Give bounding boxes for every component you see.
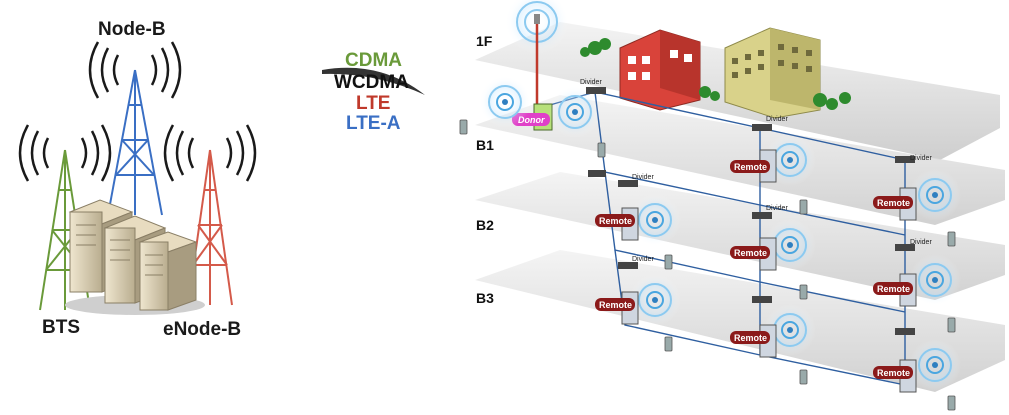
divider-label: Divider: [910, 239, 932, 246]
swoosh-icon: [322, 67, 425, 95]
remote-units: Remote Remote Remote Remote Remote Remot…: [595, 149, 917, 393]
mobile-phone-icon: [459, 119, 468, 135]
mobile-phone-icon: [947, 317, 956, 333]
dividers: Divider Divider Divider Divider Divider …: [580, 79, 932, 335]
mobile-phone-icon: [947, 231, 956, 247]
divider-label: Divider: [766, 116, 788, 123]
antenna-wave-icon: [549, 86, 601, 138]
divider-icon: Divider: [618, 174, 654, 187]
remote-label: Remote: [734, 162, 767, 172]
divider-icon: [588, 170, 606, 177]
mobile-phone-icon: [947, 395, 956, 411]
remote-label: Remote: [877, 198, 910, 208]
divider-icon: Divider: [752, 116, 788, 131]
bts-label: BTS: [42, 317, 80, 338]
remote-unit-icon: Remote: [873, 187, 917, 221]
floor-label-b2: B2: [476, 217, 494, 233]
mobile-phone-icon: [799, 369, 808, 385]
antenna-wave-icon: [909, 339, 961, 391]
lte-label: LTE: [356, 93, 390, 114]
remote-label: Remote: [877, 284, 910, 294]
towers-group: Node-B BTS eNode-B: [18, 19, 257, 340]
antenna-wave-icon: [479, 76, 531, 128]
node-b-tower-icon: [107, 69, 163, 216]
remote-label: Remote: [599, 300, 632, 310]
divider-label: Divider: [632, 256, 654, 263]
remote-label: Remote: [877, 368, 910, 378]
floor-plate-b3: [475, 250, 1005, 392]
divider-label: Divider: [580, 79, 602, 86]
remote-unit-icon: Remote: [730, 149, 777, 183]
remote-unit-icon: Remote: [595, 291, 639, 325]
divider-icon: Divider: [895, 155, 932, 163]
mobile-phone-icon: [799, 199, 808, 215]
antenna-wave-icon: [629, 194, 681, 246]
divider-label: Divider: [632, 174, 654, 181]
floor-label-b1: B1: [476, 137, 494, 153]
antenna-wave-icon: [909, 169, 961, 221]
remote-unit-icon: Remote: [730, 324, 777, 358]
radio-waves-icon: [18, 41, 257, 182]
indoor-antennas: [479, 76, 961, 391]
divider-icon: Divider: [752, 205, 788, 219]
remote-unit-icon: Remote: [730, 237, 777, 271]
lte-a-label: LTE-A: [346, 113, 401, 134]
mobile-phone-icon: [664, 254, 673, 270]
divider-label: Divider: [766, 205, 788, 212]
wcdma-label: WCDMA: [334, 72, 409, 93]
remote-label: Remote: [599, 216, 632, 226]
cdma-label: CDMA: [345, 50, 402, 71]
enode-b-label: eNode-B: [163, 319, 241, 340]
building-floors-group: Donor Divider Divider Divider Divider Di…: [459, 0, 1005, 411]
divider-icon: Divider: [618, 256, 654, 269]
building-red-icon: [619, 29, 701, 111]
server-cabinets-icon: [65, 199, 205, 315]
remote-unit-icon: Remote: [873, 359, 917, 393]
mobile-phone-icon: [799, 284, 808, 300]
trees-icon: [580, 38, 851, 110]
donor-label: Donor: [518, 115, 545, 125]
antenna-wave-icon: [909, 254, 961, 306]
remote-label: Remote: [734, 248, 767, 258]
divider-label: Divider: [910, 155, 932, 162]
remote-unit-icon: Remote: [873, 273, 917, 307]
floor-label-b3: B3: [476, 290, 494, 306]
antenna-wave-icon: [629, 274, 681, 326]
floor-plate-b2: [475, 172, 1005, 300]
remote-unit-icon: Remote: [595, 207, 639, 241]
standards-group: CDMA WCDMA LTE LTE-A: [322, 50, 425, 134]
remote-label: Remote: [734, 333, 767, 343]
rooftop-antenna-icon: [505, 0, 569, 108]
floor-label-1f: 1F: [476, 33, 493, 49]
divider-icon: [752, 296, 772, 303]
divider-icon: [895, 328, 915, 335]
divider-icon: Divider: [580, 79, 606, 94]
mobile-phone-icon: [664, 336, 673, 352]
mobile-phone-icon: [597, 142, 606, 158]
mobile-phones: [459, 119, 956, 411]
node-b-label: Node-B: [98, 19, 166, 40]
divider-icon: Divider: [895, 239, 932, 251]
building-yellow-icon: [724, 27, 821, 119]
